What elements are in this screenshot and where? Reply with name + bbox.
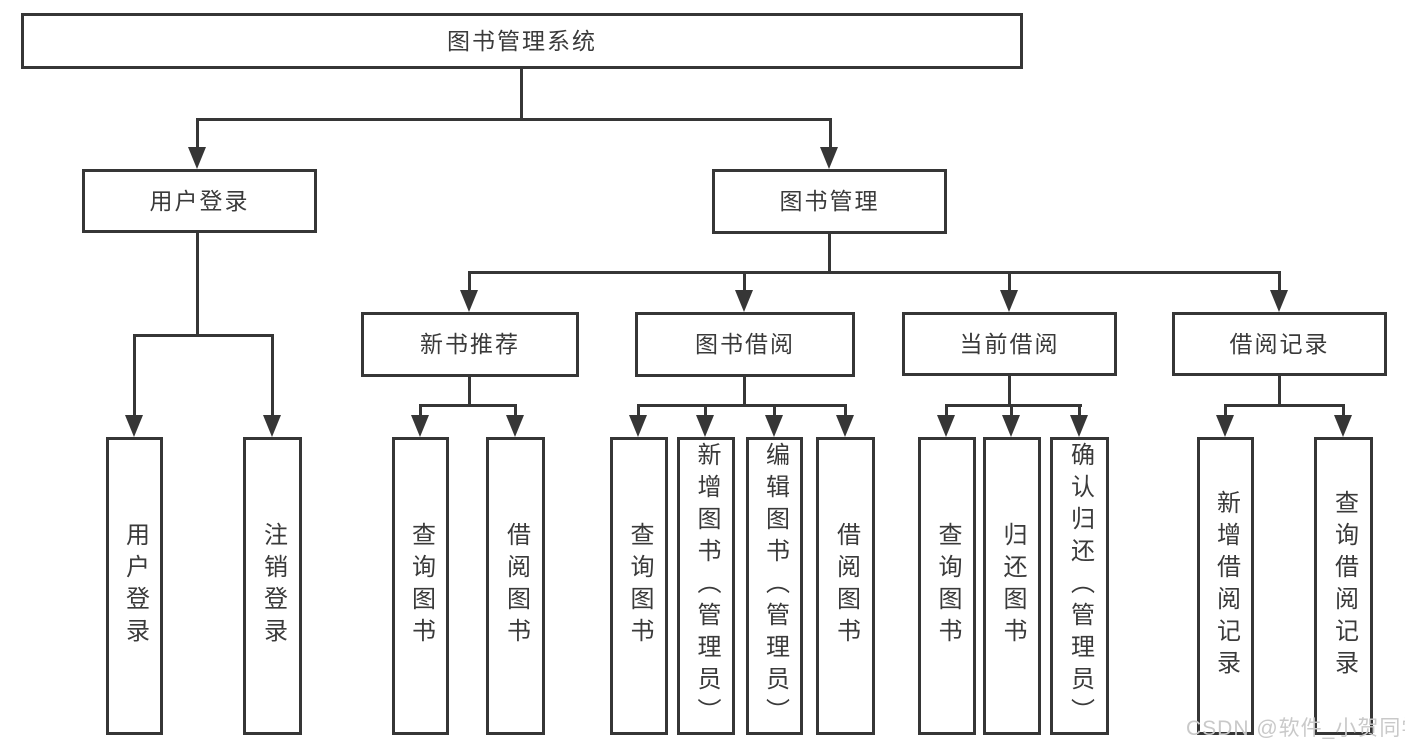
connector-line	[1078, 404, 1081, 415]
node-label: 查询图书	[407, 522, 435, 650]
connector-line	[1278, 376, 1281, 407]
leaf-add-books-admin: 新增图书（管理员）	[677, 437, 735, 735]
node-label: 当前借阅	[959, 330, 1060, 357]
node-label: 图书借阅	[695, 331, 795, 357]
leaf-borrow-books-borrowing: 借阅图书	[816, 437, 875, 735]
leaf-logout: 注销登录	[243, 437, 302, 735]
node-label: 新增图书（管理员）	[693, 442, 720, 730]
connector-line	[1008, 271, 1011, 292]
leaf-add-borrow-record: 新增借阅记录	[1197, 437, 1254, 735]
arrow-down-icon	[1070, 415, 1088, 437]
arrow-down-icon	[765, 415, 783, 437]
arrow-down-icon	[937, 415, 955, 437]
leaf-query-books-current: 查询图书	[918, 437, 976, 735]
leaf-borrow-books-recommend: 借阅图书	[486, 437, 545, 735]
connector-line	[468, 377, 471, 407]
node-label: 用户登录	[121, 522, 149, 650]
connector-line	[419, 404, 422, 415]
node-label: 查询图书	[934, 522, 961, 650]
node-new-book-recommend: 新书推荐	[361, 312, 579, 377]
connector-line	[468, 271, 471, 292]
arrow-down-icon	[1002, 415, 1020, 437]
node-label: 借阅图书	[832, 522, 860, 650]
arrow-down-icon	[263, 415, 281, 437]
node-book-management-system: 图书管理系统	[21, 13, 1023, 69]
connector-line	[1224, 404, 1227, 415]
arrow-down-icon	[696, 415, 714, 437]
node-current-borrowing: 当前借阅	[902, 312, 1117, 376]
node-label: 新增借阅记录	[1212, 490, 1240, 682]
arrow-down-icon	[506, 415, 524, 437]
arrow-down-icon	[460, 290, 478, 312]
arrow-down-icon	[411, 415, 429, 437]
connector-line	[1224, 404, 1344, 407]
node-book-borrowing: 图书借阅	[635, 312, 855, 377]
arrow-down-icon	[1000, 290, 1018, 312]
connector-line	[637, 404, 847, 407]
leaf-query-borrow-record: 查询借阅记录	[1314, 437, 1373, 735]
connector-line	[520, 69, 523, 121]
connector-line	[1008, 376, 1011, 407]
connector-line	[1342, 404, 1345, 415]
connector-line	[468, 271, 1281, 274]
connector-line	[419, 404, 517, 407]
connector-line	[945, 404, 948, 415]
connector-line	[196, 118, 199, 150]
connector-line	[133, 334, 136, 415]
watermark: CSDN @软件_小贺同学	[1186, 717, 1405, 740]
node-label: 借阅记录	[1229, 330, 1330, 357]
leaf-query-books-borrowing: 查询图书	[610, 437, 668, 735]
arrow-down-icon	[820, 147, 838, 169]
arrow-down-icon	[836, 415, 854, 437]
node-borrowing-records: 借阅记录	[1172, 312, 1387, 376]
node-label: 编辑图书（管理员）	[761, 442, 789, 730]
connector-line	[945, 404, 1082, 407]
arrow-down-icon	[125, 415, 143, 437]
leaf-query-books-recommend: 查询图书	[392, 437, 449, 735]
connector-line	[1010, 404, 1013, 415]
node-label: 归还图书	[999, 522, 1026, 650]
connector-line	[828, 234, 831, 274]
arrow-down-icon	[629, 415, 647, 437]
connector-line	[829, 118, 832, 150]
connector-line	[844, 404, 847, 415]
connector-line	[704, 404, 707, 415]
arrow-down-icon	[735, 290, 753, 312]
node-label: 借阅图书	[502, 522, 530, 650]
node-label: 图书管理系统	[447, 27, 597, 54]
node-label: 注销登录	[259, 522, 287, 650]
connector-line	[133, 334, 274, 337]
node-label: 确认归还（管理员）	[1066, 442, 1094, 730]
node-book-management: 图书管理	[712, 169, 947, 234]
node-label: 用户登录	[149, 187, 250, 214]
leaf-user-login: 用户登录	[106, 437, 163, 735]
connector-line	[196, 233, 199, 337]
node-label: 查询借阅记录	[1330, 490, 1358, 682]
connector-line	[1278, 271, 1281, 292]
connector-line	[743, 377, 746, 407]
arrow-down-icon	[1334, 415, 1352, 437]
connector-line	[637, 404, 640, 415]
node-user-login: 用户登录	[82, 169, 317, 233]
connector-line	[196, 118, 832, 121]
leaf-edit-books-admin: 编辑图书（管理员）	[746, 437, 803, 735]
connector-line	[773, 404, 776, 415]
connector-line	[514, 404, 517, 415]
arrow-down-icon	[1270, 290, 1288, 312]
arrow-down-icon	[188, 147, 206, 169]
node-label: 图书管理	[779, 188, 880, 214]
connector-line	[271, 334, 274, 415]
node-label: 新书推荐	[420, 331, 520, 357]
connector-line	[743, 271, 746, 292]
arrow-down-icon	[1216, 415, 1234, 437]
leaf-confirm-return-admin: 确认归还（管理员）	[1050, 437, 1109, 735]
leaf-return-books: 归还图书	[983, 437, 1041, 735]
node-label: 查询图书	[626, 522, 653, 650]
